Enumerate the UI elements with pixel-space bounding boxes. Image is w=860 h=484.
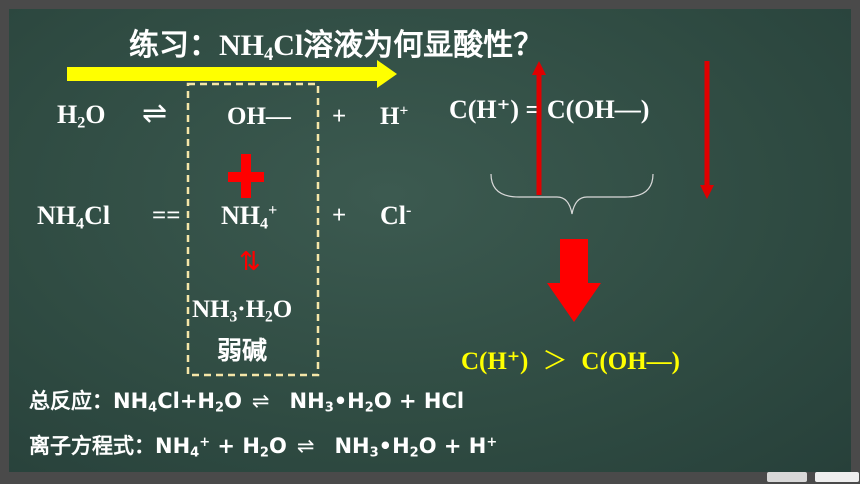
eq2-product-chloride: Cl- [380,201,412,230]
eq1-product-hydroxide: OH— [227,103,291,130]
eq2-arrow: == [152,202,181,229]
title-prefix: 练习： [129,28,219,63]
equilibrium-arrow-icon: ⇅ [239,247,261,277]
eq1-arrow: ⇌ [142,96,168,131]
page-title: 练习：NH4Cl溶液为何显酸性？ [129,28,544,66]
red-plus-icon [228,154,264,198]
chalk-piece-2 [815,472,859,482]
big-red-down-arrow-icon [547,239,601,322]
ionic-equation: 离子方程式：NH4+ + H2O⇌NH3•H2O + H+ [29,434,498,461]
dashed-highlight-box [186,82,320,377]
title-formula: NH4Cl [219,29,304,66]
eq2-plus: + [332,202,347,229]
eq1-product-hydrogen-ion: H+ [380,102,409,130]
weak-base-label: 弱碱 [217,336,268,365]
eq1-plus: + [332,103,347,130]
chalk-piece [767,472,807,482]
yellow-progress-arrow-icon [67,60,397,88]
total-reaction: 总反应：NH4Cl+H2O⇌NH3•H2O + HCl [29,389,465,416]
curly-brace-icon [490,173,654,215]
balance-equation: C(H⁺) = C(OH—) [449,95,650,124]
down-arrow-icon [700,61,714,199]
result-comparison: C(H⁺)＞C(OH—) [461,346,680,375]
weak-base-formula: NH3·H2O [192,296,293,326]
diagram-graphics [67,60,714,377]
title-suffix: 溶液为何显酸性？ [303,28,544,63]
eq2-reactant: NH4Cl [37,201,111,233]
eq1-reactant: H2O [57,100,106,132]
up-arrow-icon [532,61,546,195]
eq2-product-ammonium: NH4+ [221,201,278,233]
